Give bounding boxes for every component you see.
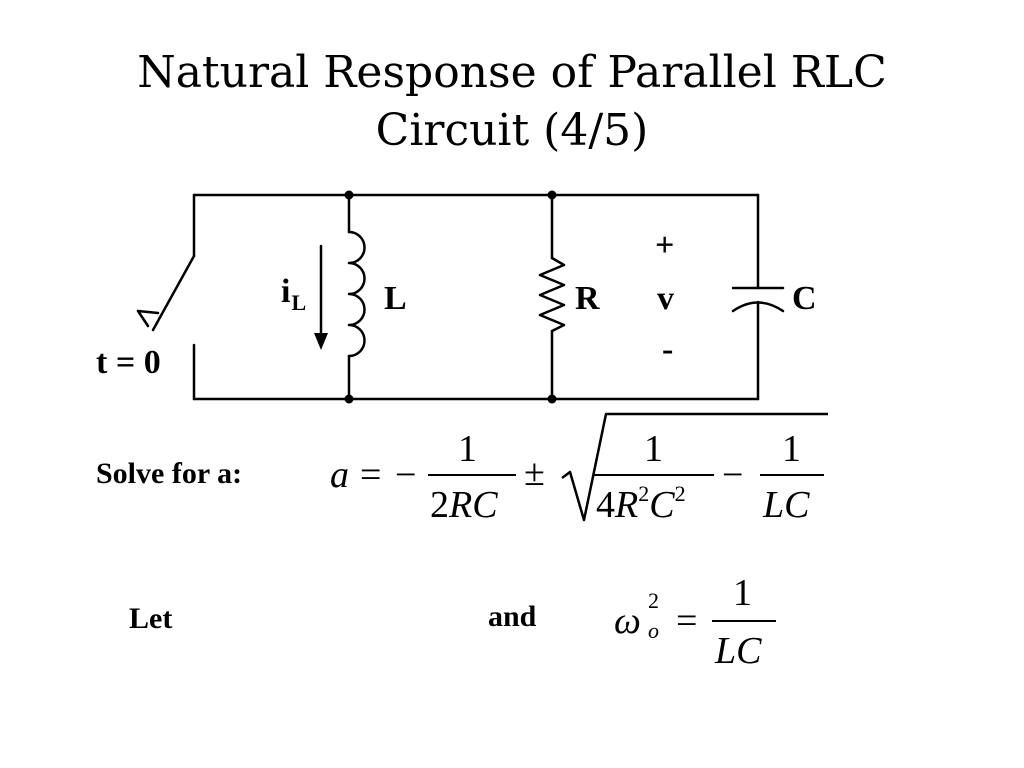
eq-a-frac2-den-coef: 4 xyxy=(596,484,615,526)
sqrt-sign xyxy=(561,412,828,522)
and-label: and xyxy=(488,600,537,633)
solve-label: Solve for a: xyxy=(96,457,243,490)
eq-a-frac2-den-C-exp: 2 xyxy=(674,481,686,506)
eq-a-frac2-den-R: R xyxy=(615,484,639,526)
eq-a-frac1-bar xyxy=(428,474,516,476)
current-arrowhead xyxy=(314,333,328,350)
voltage-plus: + xyxy=(655,227,675,264)
inductor-coil xyxy=(347,230,366,358)
voltage-symbol: v xyxy=(657,280,674,317)
junction-dot xyxy=(344,190,354,200)
let-label: Let xyxy=(129,602,173,635)
current-subscript: L xyxy=(291,290,307,315)
eq-a-frac1-den-coef: 2 xyxy=(430,484,449,526)
omega-frac-num: 1 xyxy=(733,572,752,614)
eq-a-frac3-den: LC xyxy=(763,484,810,526)
resistor-label: R xyxy=(575,280,600,317)
eq-a-frac3-num: 1 xyxy=(782,428,801,470)
switch-arrowhead xyxy=(136,309,160,328)
title-line-1: Natural Response of Parallel RLC xyxy=(137,47,887,98)
eq-a-frac2-bar xyxy=(594,474,714,476)
junction-dot xyxy=(547,190,557,200)
junction-dot xyxy=(547,394,557,404)
omega-superscript: 2 xyxy=(648,588,659,613)
slide-title: Natural Response of Parallel RLC Circuit… xyxy=(0,44,1024,160)
omega-frac-bar xyxy=(712,620,776,622)
omega-subscript: o xyxy=(648,618,659,643)
eq-a-frac1-den-var: RC xyxy=(449,484,498,526)
eq-a-frac2-num: 1 xyxy=(644,428,663,470)
eq-a-frac1-den: 2RC xyxy=(430,486,498,524)
switch-blade xyxy=(151,254,196,332)
eq-a-frac2-den: 4R2C2 xyxy=(596,483,686,526)
title-line-2: Circuit (4/5) xyxy=(375,105,649,156)
junction-dot xyxy=(344,394,354,404)
eq-a-frac3-bar xyxy=(760,474,824,476)
eq-a-frac2-den-R-exp: 2 xyxy=(638,481,650,506)
eq-a-plus-minus: ± xyxy=(524,452,545,494)
eq-a-minus2: − xyxy=(722,454,744,496)
eq-a-frac1-num: 1 xyxy=(458,428,477,470)
resistor-zigzag xyxy=(538,256,566,333)
omega-symbol: ω xyxy=(614,600,641,642)
omega-frac-den: LC xyxy=(715,630,762,672)
inductor-label: L xyxy=(384,280,407,317)
eq-a-equals: = xyxy=(360,454,382,496)
current-symbol: i xyxy=(281,273,291,310)
eq-a-frac2-den-C: C xyxy=(649,484,675,526)
voltage-minus: - xyxy=(662,331,674,368)
capacitor-label: C xyxy=(792,280,817,317)
inductor-current-label: iL xyxy=(281,273,306,314)
eq-a-lhs: a xyxy=(330,454,349,496)
omega-equals: = xyxy=(676,600,698,642)
switch-label: t = 0 xyxy=(96,344,161,381)
eq-a-minus: − xyxy=(395,454,417,496)
